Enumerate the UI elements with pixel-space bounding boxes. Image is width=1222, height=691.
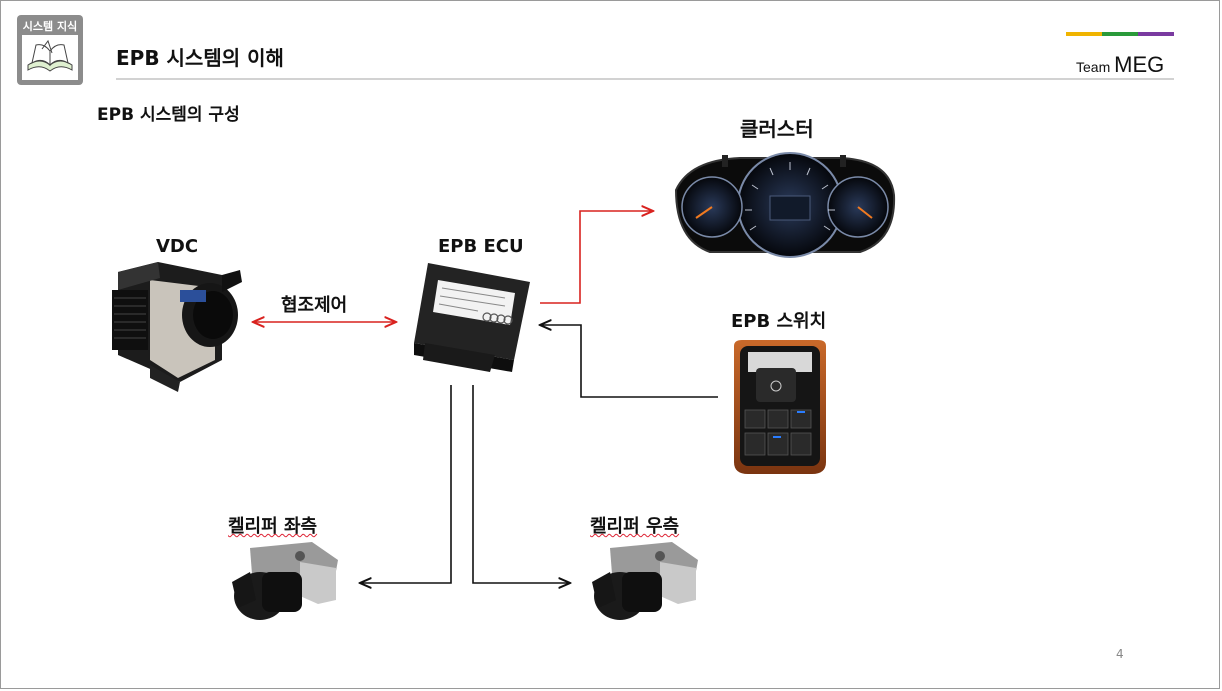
badge-label: 시스템 지식	[22, 20, 78, 33]
label-cluster: 클러스터	[740, 117, 814, 141]
section-badge: 시스템 지식	[17, 15, 83, 85]
label-caliper-right: 켈리퍼 우측	[590, 516, 680, 537]
brand-stripe-yellow	[1066, 32, 1102, 36]
section-subtitle: EPB 시스템의 구성	[97, 105, 240, 125]
cluster-image	[674, 152, 896, 258]
arrow-ecu-caliper-left	[360, 385, 452, 583]
caliper-left-image	[232, 542, 338, 620]
arrow-ecu-cluster	[540, 211, 653, 304]
label-epb-switch: EPB 스위치	[731, 311, 827, 332]
caliper-right-image	[592, 542, 698, 620]
label-ecu: EPB ECU	[438, 236, 524, 257]
label-vdc: VDC	[156, 236, 199, 257]
brand-stripe-purple	[1138, 32, 1174, 36]
arrow-switch-ecu	[540, 325, 718, 398]
brand-prefix: Team	[1076, 59, 1111, 75]
label-caliper-left: 켈리퍼 좌측	[228, 516, 318, 537]
page-number: 4	[1116, 647, 1124, 661]
ecu-image	[414, 263, 530, 372]
brand-logo: Team MEG	[1076, 52, 1164, 78]
page-title: EPB 시스템의 이해	[116, 46, 284, 70]
brand-name: MEG	[1114, 52, 1165, 77]
vdc-image	[112, 262, 242, 392]
label-coordinated-control: 협조제어	[281, 295, 348, 316]
title-divider	[116, 78, 1174, 80]
arrow-ecu-caliper-right	[472, 385, 570, 583]
brand-stripe-green	[1102, 32, 1138, 36]
book-icon	[22, 35, 78, 80]
epb-switch-image	[734, 340, 826, 474]
